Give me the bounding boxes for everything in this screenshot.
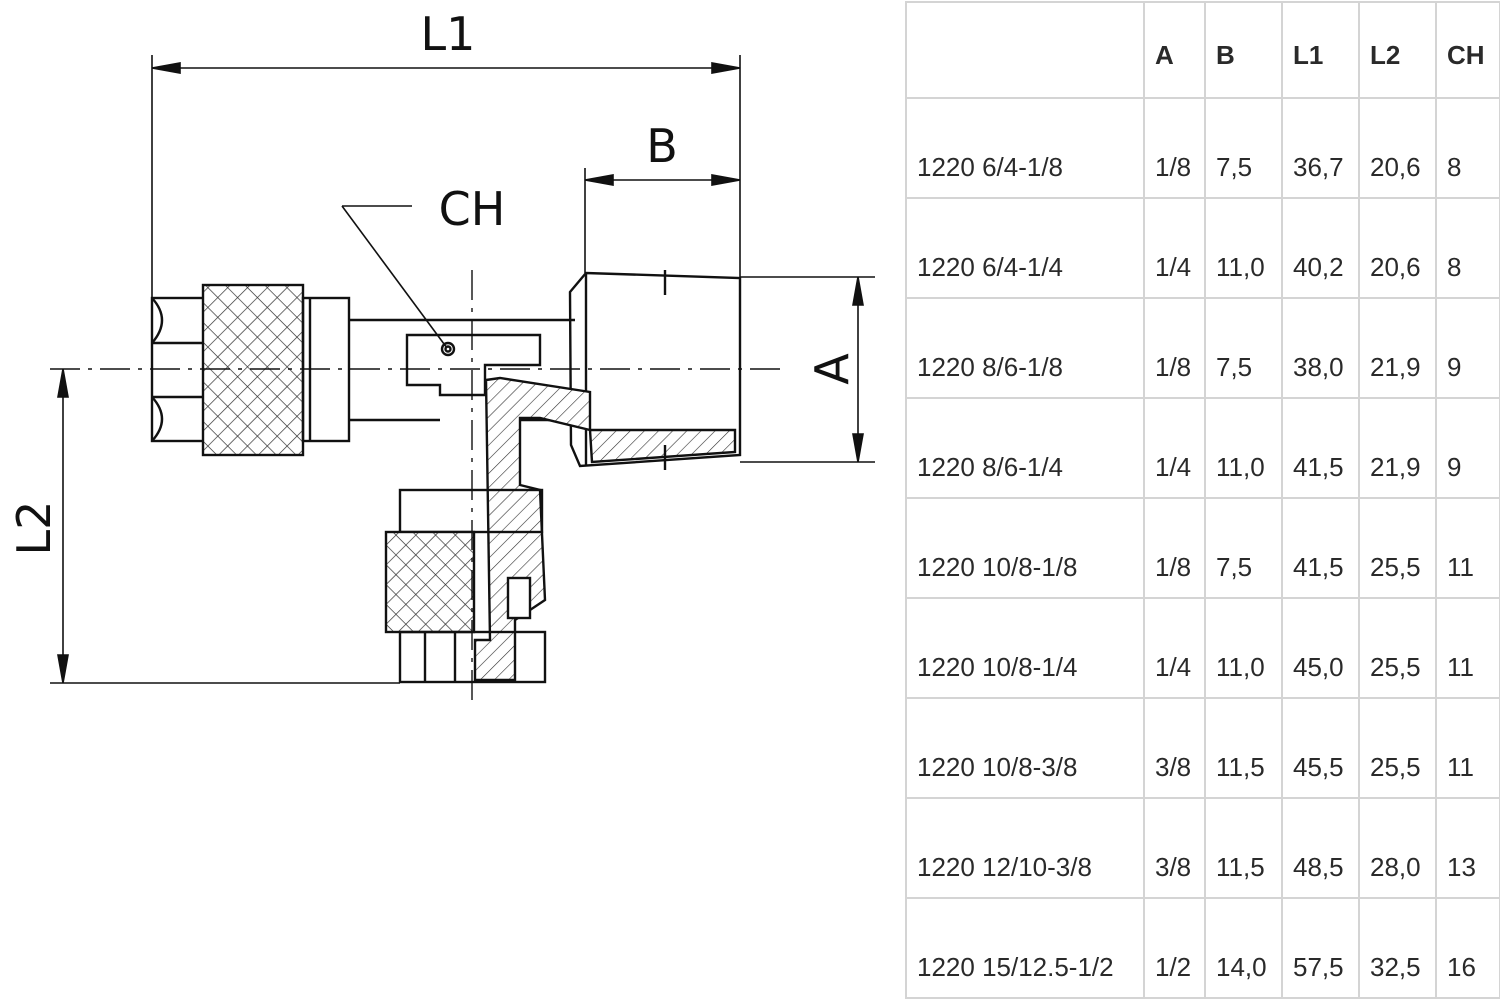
dim-l2-line [50, 368, 400, 684]
table-cell: 11,0 [1204, 597, 1283, 699]
table-cell: 1/4 [1143, 197, 1206, 299]
column-header [905, 1, 1145, 99]
table-cell: 25,5 [1358, 497, 1437, 599]
table-cell: 25,5 [1358, 597, 1437, 699]
table-cell: 7,5 [1204, 497, 1283, 599]
label-b: B [646, 119, 678, 173]
table-cell: 48,5 [1281, 797, 1360, 899]
bottom-knurled-nut [384, 530, 476, 634]
part-code-cell: 1220 10/8-1/8 [905, 497, 1145, 599]
table-cell: 41,5 [1281, 497, 1360, 599]
table-cell: 57,5 [1281, 897, 1360, 999]
table-cell: 11,0 [1204, 197, 1283, 299]
table-cell: 1/8 [1143, 297, 1206, 399]
table-cell: 25,5 [1358, 697, 1437, 799]
table-cell: 21,9 [1358, 297, 1437, 399]
fitting-drawing: L1 B CH A L2 [7, 7, 875, 705]
table-cell: 1/4 [1143, 397, 1206, 499]
table-cell: 1/8 [1143, 97, 1206, 199]
column-header-a: A [1143, 1, 1206, 99]
table-cell: 21,9 [1358, 397, 1437, 499]
table-cell: 13 [1435, 797, 1500, 899]
table-cell: 40,2 [1281, 197, 1360, 299]
column-header-l1: L1 [1281, 1, 1360, 99]
table-cell: 20,6 [1358, 97, 1437, 199]
label-l2: L2 [7, 501, 61, 556]
left-knurled-nut [201, 283, 305, 457]
table-cell: 11 [1435, 697, 1500, 799]
centre-lines [50, 270, 780, 705]
table-header-row: A B L1 L2 CH [905, 1, 1500, 99]
table-cell: 11,5 [1204, 797, 1283, 899]
table-cell: 28,0 [1358, 797, 1437, 899]
tee-body [349, 318, 575, 422]
dim-l1-line [151, 55, 741, 298]
table-cell: 1/4 [1143, 597, 1206, 699]
table-cell: 45,5 [1281, 697, 1360, 799]
table-cell: 3/8 [1143, 797, 1206, 899]
table-cell: 9 [1435, 297, 1500, 399]
table-cell: 3/8 [1143, 697, 1206, 799]
part-code-cell: 1220 15/12.5-1/2 [905, 897, 1145, 999]
table-cell: 45,0 [1281, 597, 1360, 699]
table-cell: 8 [1435, 97, 1500, 199]
table-cell: 1/8 [1143, 497, 1206, 599]
table-cell: 14,0 [1204, 897, 1283, 999]
part-code-cell: 1220 12/10-3/8 [905, 797, 1145, 899]
part-code-cell: 1220 6/4-1/8 [905, 97, 1145, 199]
table-cell: 11 [1435, 597, 1500, 699]
table-cell: 7,5 [1204, 97, 1283, 199]
dim-b-line [584, 168, 741, 273]
column-header-ch: CH [1435, 1, 1500, 99]
table-cell: 36,7 [1281, 97, 1360, 199]
column-header-l2: L2 [1358, 1, 1437, 99]
table-cell: 16 [1435, 897, 1500, 999]
table-cell: 20,6 [1358, 197, 1437, 299]
section-hatch [473, 376, 592, 682]
part-code-cell: 1220 6/4-1/4 [905, 197, 1145, 299]
part-code-cell: 1220 8/6-1/8 [905, 297, 1145, 399]
part-code-cell: 1220 10/8-1/4 [905, 597, 1145, 699]
table-cell: 38,0 [1281, 297, 1360, 399]
dim-a-line [740, 276, 875, 463]
table-cell: 9 [1435, 397, 1500, 499]
label-l1: L1 [421, 7, 476, 61]
label-a: A [805, 353, 859, 385]
table-cell: 32,5 [1358, 897, 1437, 999]
right-threaded-end [568, 270, 742, 470]
part-code-cell: 1220 10/8-3/8 [905, 697, 1145, 799]
ch-leader-line [341, 205, 448, 349]
table-cell: 8 [1435, 197, 1500, 299]
table-cell: 11,0 [1204, 397, 1283, 499]
table-cell: 11 [1435, 497, 1500, 599]
part-code-cell: 1220 8/6-1/4 [905, 397, 1145, 499]
table-cell: 11,5 [1204, 697, 1283, 799]
label-ch: CH [439, 182, 506, 236]
table-cell: 41,5 [1281, 397, 1360, 499]
column-header-b: B [1204, 1, 1283, 99]
table-cell: 7,5 [1204, 297, 1283, 399]
table-cell: 1/2 [1143, 897, 1206, 999]
